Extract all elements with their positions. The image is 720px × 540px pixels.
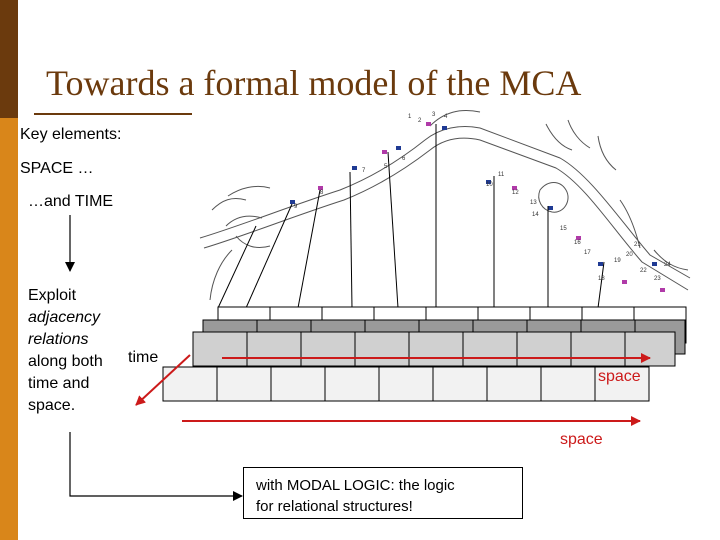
space-label-outer: space bbox=[560, 431, 603, 448]
exploit-line: space. bbox=[28, 397, 76, 414]
modal-line: with MODAL LOGIC: the logic bbox=[256, 477, 455, 494]
map-label: 14 bbox=[532, 212, 539, 218]
map-label: 21 bbox=[634, 242, 641, 248]
title-underline bbox=[34, 113, 192, 115]
map-label: 12 bbox=[512, 190, 519, 196]
space-item-label: SPACE … bbox=[20, 160, 94, 177]
map-label: 10 bbox=[486, 182, 493, 188]
map-label: 6 bbox=[402, 156, 406, 162]
map-number-labels: 1 2 3 4 5 6 7 8 9 10 11 12 13 14 15 16 1… bbox=[294, 112, 671, 282]
map-vehicles bbox=[290, 122, 665, 292]
modal-arrow bbox=[69, 432, 243, 501]
space-label-inner: space bbox=[598, 368, 641, 385]
map-label: 7 bbox=[362, 168, 366, 174]
exploit-line: Exploit bbox=[28, 287, 77, 304]
slide-title: Towards a formal model of the MCA bbox=[46, 63, 582, 103]
exploit-line: along both bbox=[28, 353, 103, 370]
exploit-line: time and bbox=[28, 375, 90, 392]
map-label: 15 bbox=[560, 226, 567, 232]
map-label: 17 bbox=[584, 250, 591, 256]
exploit-text: Exploit adjacency relations along both t… bbox=[28, 285, 103, 417]
map-label: 3 bbox=[432, 112, 436, 118]
map-label: 4 bbox=[444, 114, 448, 120]
exploit-line: adjacency bbox=[28, 309, 101, 326]
map-label: 9 bbox=[294, 204, 298, 210]
map-label: 2 bbox=[418, 118, 422, 124]
map-label: 24 bbox=[664, 262, 671, 268]
map-label: 22 bbox=[640, 268, 647, 274]
sidebar-band-light bbox=[0, 118, 18, 540]
modal-line: for relational structures! bbox=[256, 498, 413, 515]
exploit-line: relations bbox=[28, 331, 89, 348]
grid-layer-front bbox=[162, 366, 650, 402]
map-label: 19 bbox=[614, 258, 621, 264]
map-label: 5 bbox=[384, 164, 388, 170]
time-item-label: …and TIME bbox=[28, 193, 114, 210]
sidebar-band-dark bbox=[0, 0, 18, 118]
map-label: 23 bbox=[654, 276, 661, 282]
map-label: 1 bbox=[408, 114, 412, 120]
grid-layer-3 bbox=[192, 331, 676, 367]
map-label: 8 bbox=[320, 190, 324, 196]
time-arrow bbox=[135, 354, 191, 406]
map-label: 11 bbox=[498, 172, 505, 178]
map-label: 16 bbox=[574, 240, 581, 246]
modal-logic-box: with MODAL LOGIC: the logic for relation… bbox=[243, 467, 523, 519]
time-label: time bbox=[128, 349, 159, 366]
map-label: 20 bbox=[626, 252, 633, 258]
road-map bbox=[199, 110, 691, 301]
map-label: 13 bbox=[530, 200, 537, 206]
key-elements-label: Key elements: bbox=[20, 126, 122, 143]
map-grid-connectors bbox=[217, 124, 605, 309]
